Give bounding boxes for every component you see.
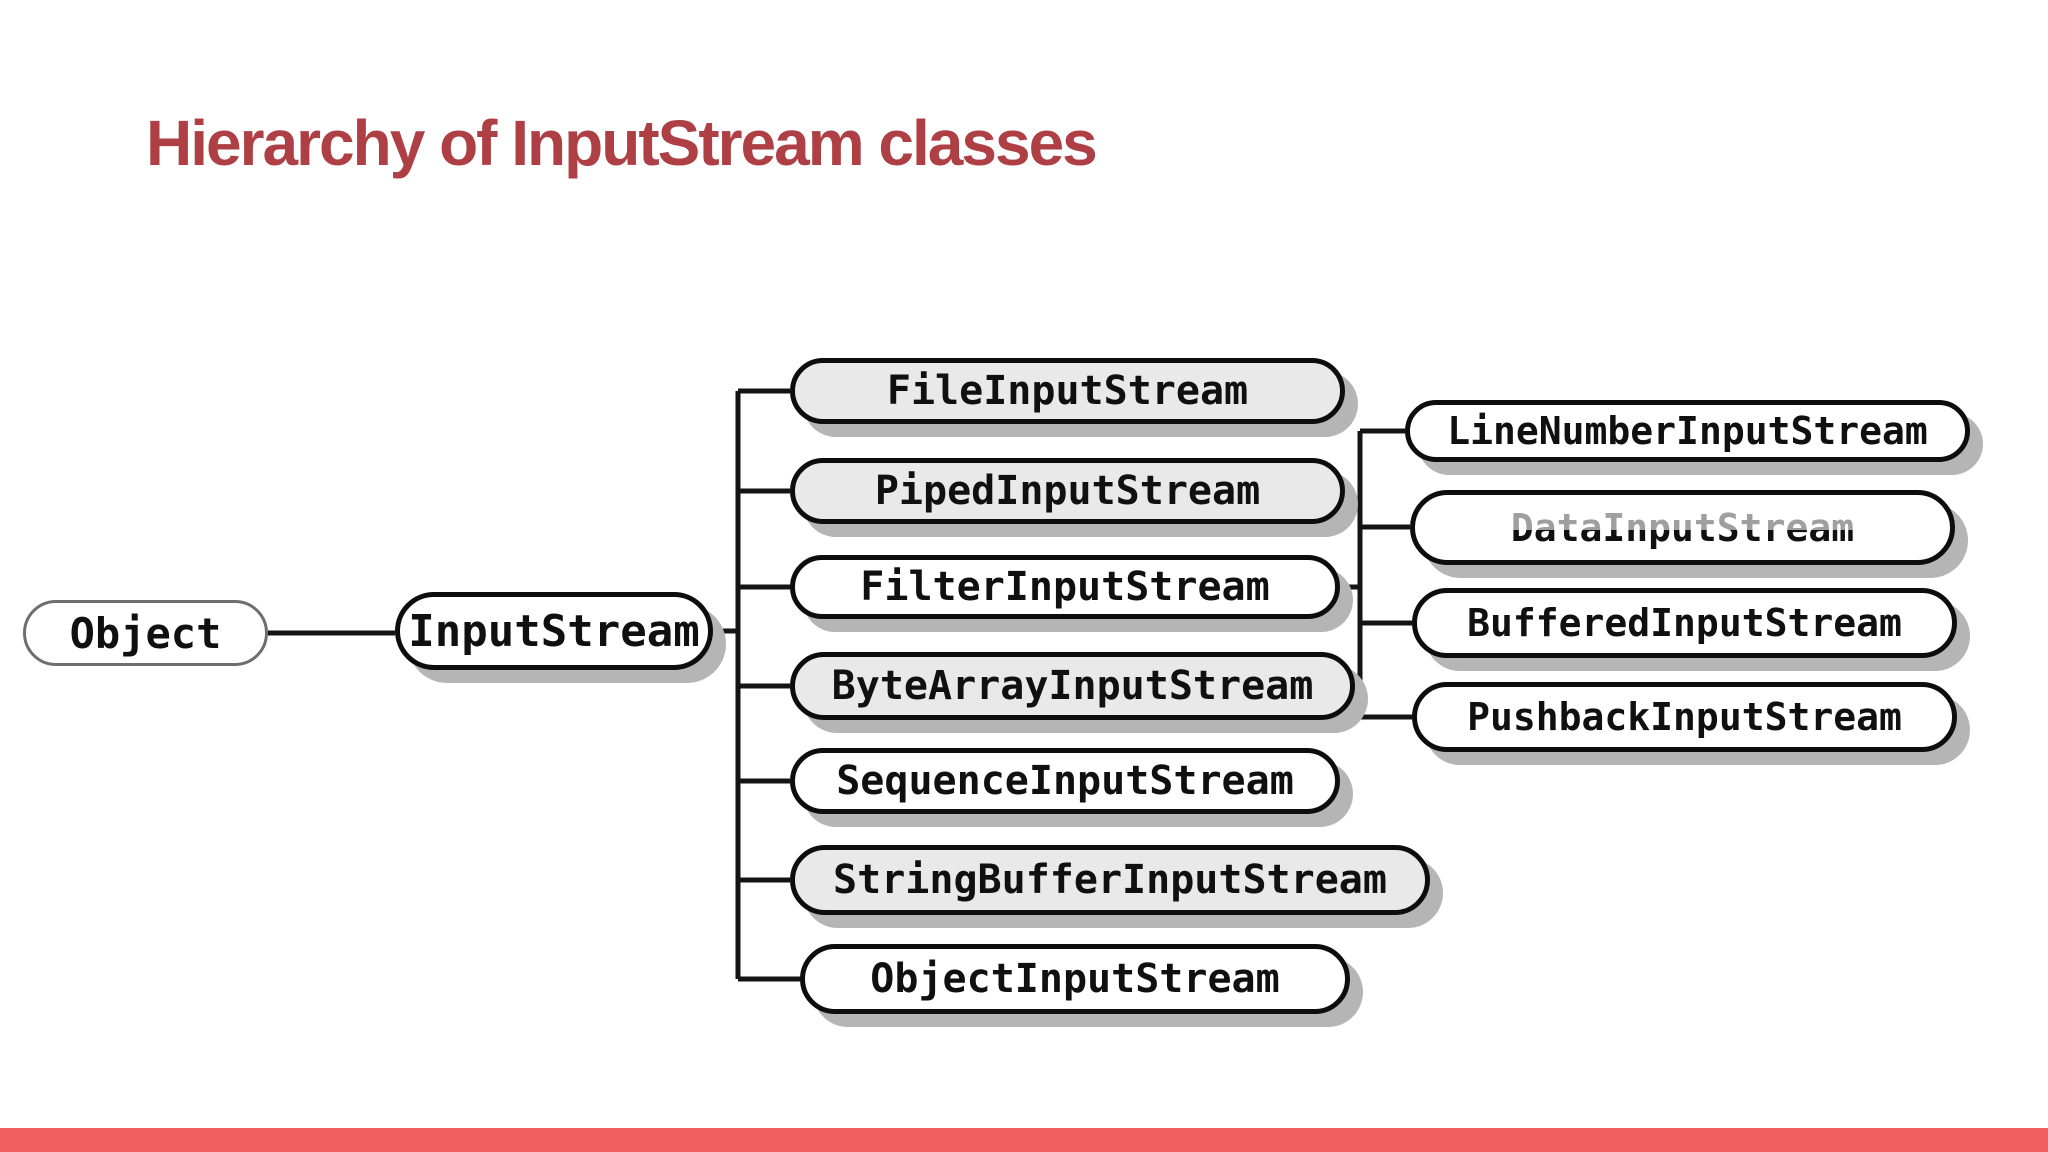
class-node-filterinputstream: FilterInputStream	[790, 555, 1340, 619]
class-node-label: FilterInputStream	[860, 564, 1270, 610]
class-node-label: ObjectInputStream	[870, 956, 1280, 1002]
bottom-accent-bar	[0, 1128, 2048, 1152]
class-node-label: SequenceInputStream	[836, 758, 1294, 804]
class-node-label: StringBufferInputStream	[833, 857, 1387, 903]
class-node-object: Object	[23, 600, 268, 666]
class-node-bufferedinputstream: BufferedInputStream	[1412, 588, 1957, 658]
class-node-label: PushbackInputStream	[1467, 695, 1902, 739]
class-node-label: Object	[69, 608, 222, 658]
class-node-pipedinputstream: PipedInputStream	[790, 458, 1345, 524]
class-node-pushbackinputstream: PushbackInputStream	[1412, 682, 1957, 752]
class-node-fileinputstream: FileInputStream	[790, 358, 1345, 424]
class-node-label: ByteArrayInputStream	[831, 663, 1314, 709]
class-node-stringbufferinputstream: StringBufferInputStream	[790, 845, 1430, 915]
class-node-datainputstream: DataInputStream	[1410, 490, 1955, 565]
class-node-inputstream: InputStream	[395, 592, 713, 670]
class-node-label: BufferedInputStream	[1467, 601, 1902, 645]
class-node-sequenceinputstream: SequenceInputStream	[790, 748, 1340, 814]
class-node-label: InputStream	[408, 605, 700, 657]
class-node-linenumberinputstream: LineNumberInputStream	[1405, 400, 1970, 462]
class-node-bytearrayinputstream: ByteArrayInputStream	[790, 652, 1355, 720]
class-node-objectinputstream: ObjectInputStream	[800, 944, 1350, 1014]
class-node-label: DataInputStream	[1510, 505, 1855, 550]
slide-title: Hierarchy of InputStream classes	[146, 107, 1098, 179]
class-node-label: LineNumberInputStream	[1447, 409, 1928, 453]
class-node-label: FileInputStream	[886, 368, 1249, 414]
class-node-label: PipedInputStream	[874, 468, 1261, 514]
